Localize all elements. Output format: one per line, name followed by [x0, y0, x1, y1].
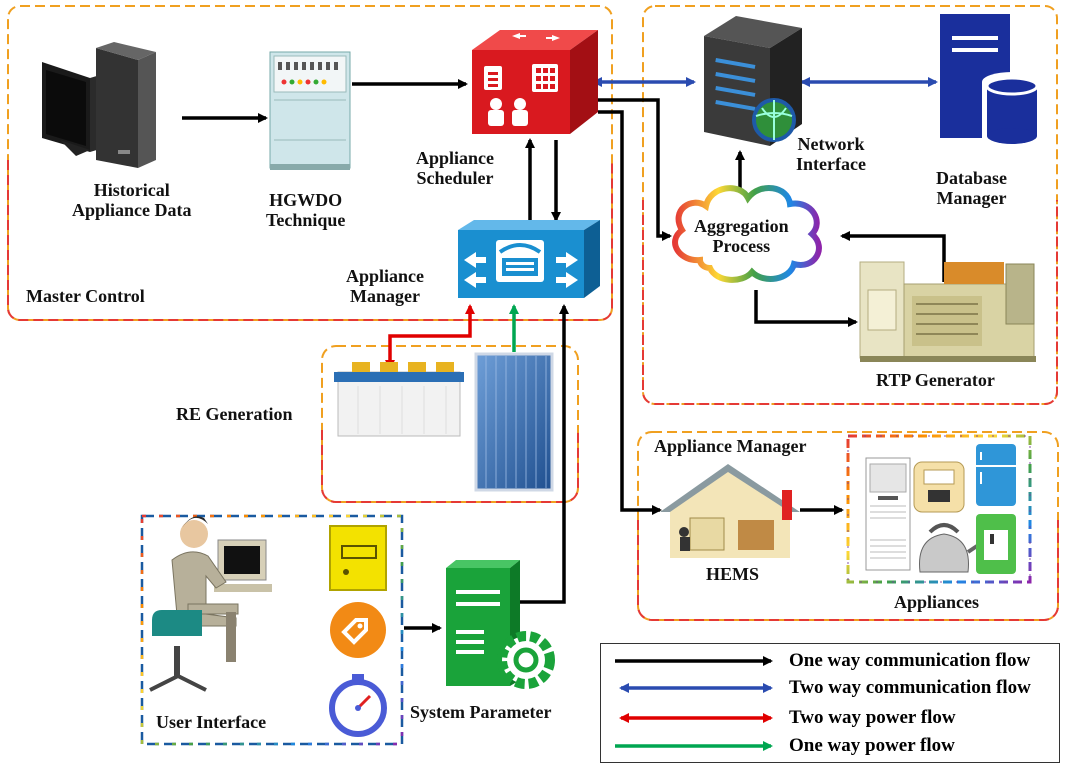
label-manager: Appliance Manager — [346, 266, 425, 307]
edge-aggregation-generator — [754, 290, 858, 327]
legend-text: Two way communication flow — [789, 677, 1031, 698]
solar-panel-icon — [474, 352, 554, 492]
label-user-interface: User Interface — [156, 712, 267, 732]
label-hems: HEMS — [706, 564, 760, 584]
refrigerator-icon — [976, 444, 1016, 506]
label-scheduler: Appliance Scheduler — [416, 148, 495, 189]
label-re-generation: RE Generation — [176, 404, 293, 424]
user-at-computer-icon — [149, 516, 272, 692]
edge-battery-manager — [385, 304, 475, 370]
kettle-icon — [919, 523, 982, 573]
home-group — [637, 431, 1059, 621]
label-master-control: Master Control — [26, 286, 145, 306]
appliance-manager-icon — [458, 220, 600, 298]
stopwatch-icon — [329, 674, 387, 737]
legend-text: One way power flow — [789, 735, 955, 756]
label-hgwdo: HGWDO Technique — [266, 190, 346, 231]
legend-text: Two way power flow — [789, 707, 956, 728]
legend-item-two-way-power: Two way power flow — [611, 706, 1051, 730]
price-tag-icon — [330, 602, 386, 658]
label-home-appliance-manager: Appliance Manager — [654, 436, 807, 456]
label-system-parameter: System Parameter — [410, 702, 552, 722]
edge-scheduler-aggregation — [598, 98, 672, 241]
computer-icon — [42, 42, 156, 168]
network-server-icon — [704, 16, 802, 146]
legend-arrow-green — [615, 741, 773, 751]
legend-arrow-black — [615, 656, 773, 666]
edge-system-manager — [514, 304, 569, 604]
database-icon — [940, 14, 1042, 148]
system-parameter-server-icon — [446, 560, 555, 689]
appliance-scheduler-icon — [472, 30, 598, 134]
aggregation-cloud-icon — [672, 185, 822, 283]
control-panel-icon — [329, 525, 387, 591]
label-rtp: RTP Generator — [876, 370, 995, 390]
legend: One way communication flow Two way commu… — [600, 643, 1060, 763]
rice-cooker-icon — [913, 461, 965, 513]
legend-arrow-blue — [619, 683, 773, 693]
hgwdo-cabinet-icon — [269, 51, 351, 170]
legend-arrow-red — [619, 713, 773, 723]
legend-item-one-way-power: One way power flow — [611, 734, 1051, 758]
air-conditioner-icon — [865, 457, 911, 571]
label-historical-data: Historical Appliance Data — [72, 180, 192, 221]
legend-item-one-way-comm: One way communication flow — [611, 649, 1051, 673]
label-network: Network Interface — [796, 134, 866, 175]
hems-house-icon — [660, 464, 800, 558]
master-control-group — [7, 5, 613, 321]
label-aggregation: Aggregation Process — [694, 216, 789, 257]
label-appliances: Appliances — [894, 592, 980, 612]
battery-icon — [334, 362, 464, 437]
connections — [182, 77, 946, 633]
network-group — [642, 5, 1058, 405]
legend-text: One way communication flow — [789, 650, 1031, 671]
generator-icon — [859, 261, 1036, 362]
water-dispenser-icon — [976, 514, 1016, 574]
edge-scheduler-hems — [598, 110, 662, 515]
label-database: Database Manager — [936, 168, 1007, 209]
user-interface-group — [140, 514, 404, 746]
legend-item-two-way-comm: Two way communication flow — [611, 676, 1051, 700]
